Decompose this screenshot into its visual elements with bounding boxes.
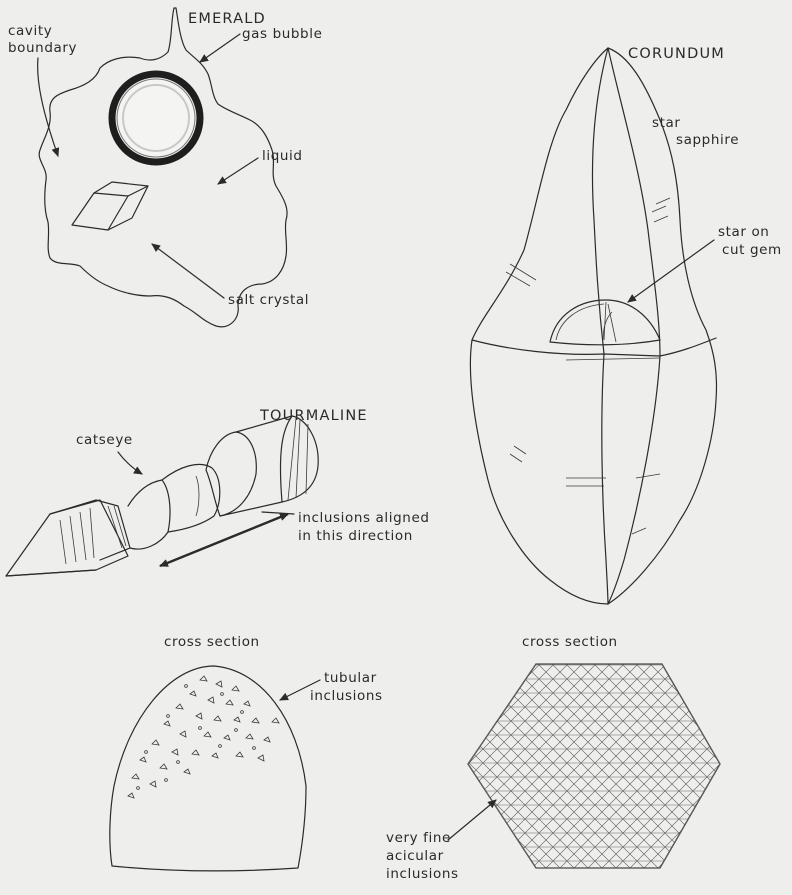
label-inclusions-aligned: inclusions aligned bbox=[298, 510, 430, 526]
hexagonal-cross-section bbox=[468, 664, 720, 868]
label-cross-section-left: cross section bbox=[164, 634, 260, 650]
star-cabochon bbox=[550, 300, 660, 345]
label-direction: in this direction bbox=[298, 528, 413, 544]
corundum-title: CORUNDUM bbox=[628, 46, 725, 62]
salt-crystal bbox=[72, 182, 148, 230]
label-sapphire: sapphire bbox=[676, 132, 739, 148]
label-inclusions: inclusions bbox=[386, 866, 459, 882]
label-cut-gem: cut gem bbox=[722, 242, 782, 258]
label-tubular: tubular bbox=[324, 670, 377, 686]
label-acicular: acicular bbox=[386, 848, 444, 864]
emerald-figure: EMERALD cavity boundary gas bubble liqui… bbox=[8, 8, 323, 327]
emerald-title: EMERALD bbox=[188, 11, 266, 27]
alignment-arrow bbox=[160, 514, 288, 566]
tourmaline-figure: TOURMALINE catseye inclusions aligned in… bbox=[6, 408, 430, 871]
corundum-figure: CORUNDUM star sapphire star on cut gem c… bbox=[386, 46, 782, 882]
label-very-fine: very fine bbox=[386, 830, 451, 846]
tourmaline-title: TOURMALINE bbox=[259, 408, 368, 424]
label-boundary: boundary bbox=[8, 40, 77, 56]
label-cross-section-right: cross section bbox=[522, 634, 618, 650]
label-liquid: liquid bbox=[262, 148, 303, 164]
tourmaline-crystal bbox=[6, 416, 318, 576]
label-cavity: cavity bbox=[8, 23, 52, 39]
label-gas-bubble: gas bubble bbox=[242, 26, 323, 42]
triangular-cross-section bbox=[110, 666, 306, 871]
label-tubular-inclusions: inclusions bbox=[310, 688, 383, 704]
label-salt-crystal: salt crystal bbox=[228, 292, 309, 308]
label-star-on: star on bbox=[718, 224, 769, 240]
label-star: star bbox=[652, 115, 681, 131]
gas-bubble bbox=[117, 79, 195, 157]
label-catseye: catseye bbox=[76, 432, 133, 448]
tubular-inclusions bbox=[128, 676, 279, 798]
